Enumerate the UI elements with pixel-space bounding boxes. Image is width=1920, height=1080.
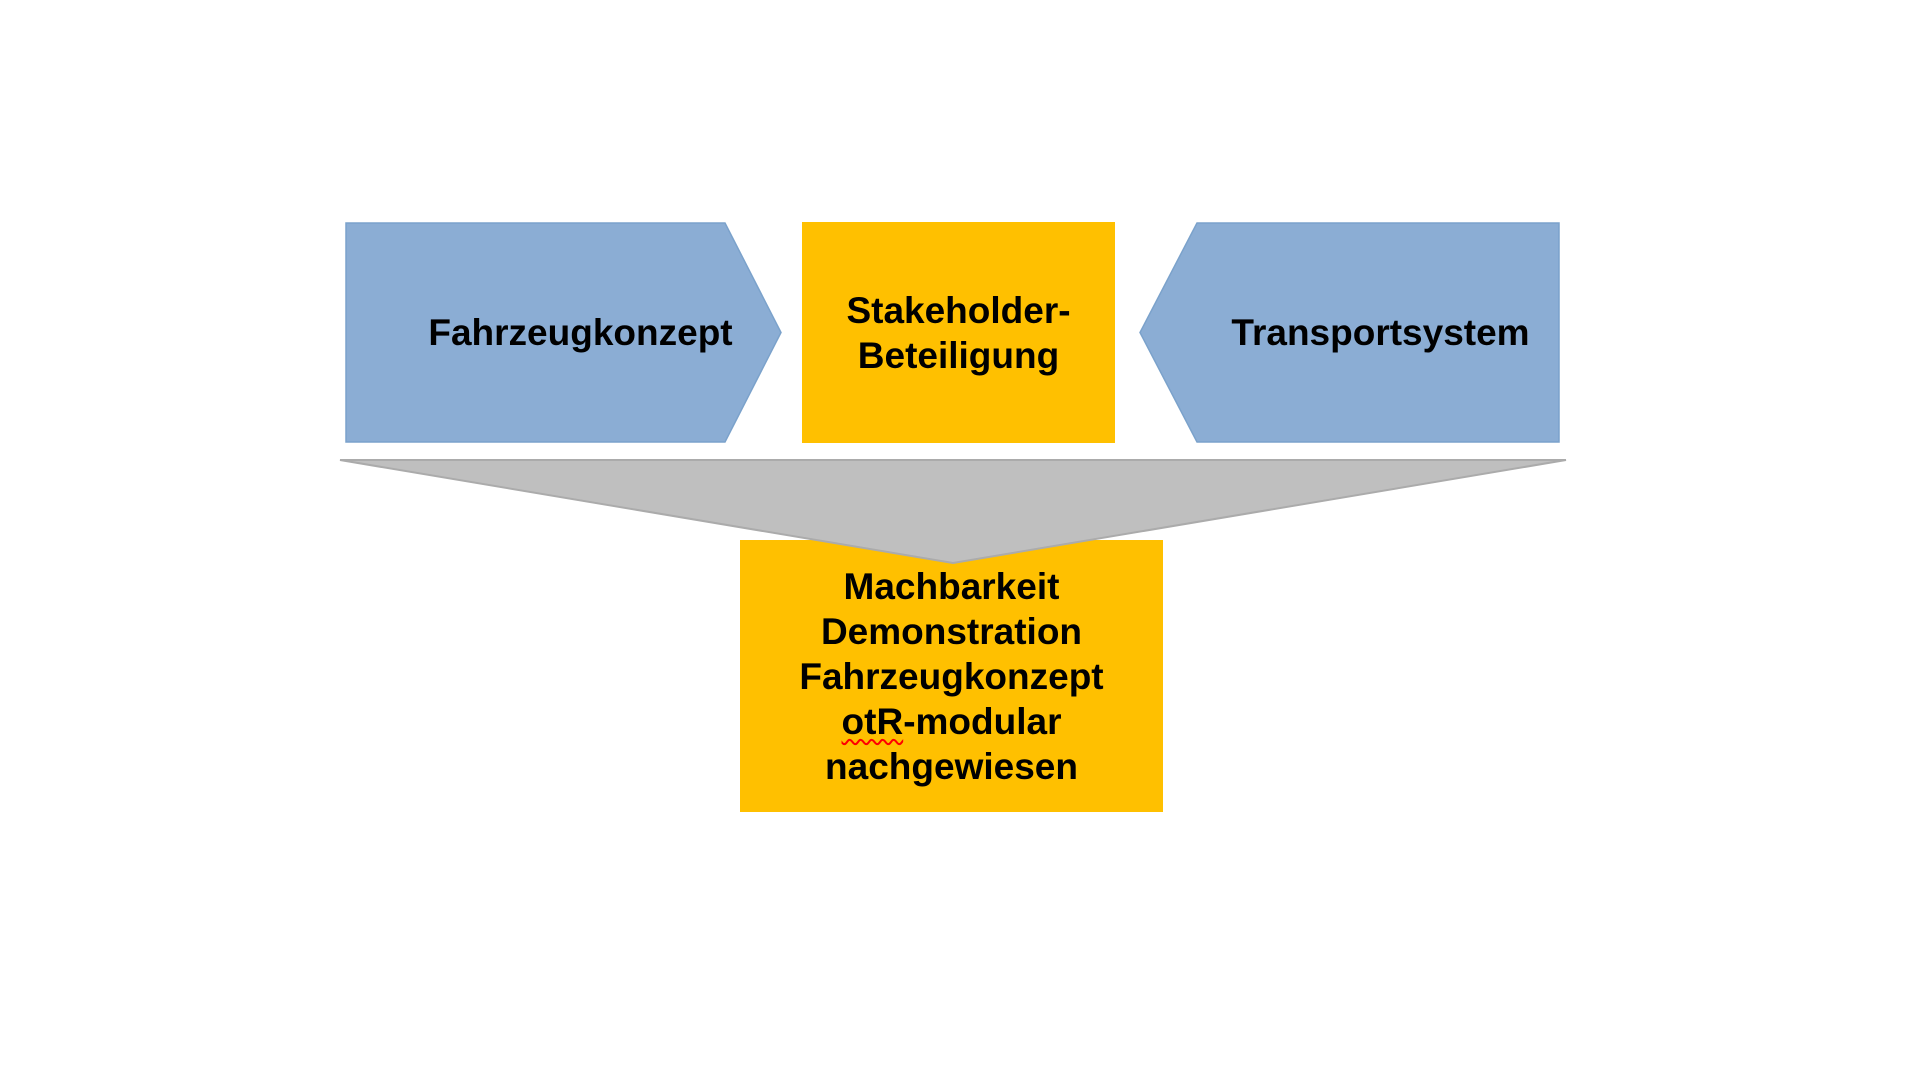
result-line-4-misspelled-word: otR bbox=[841, 700, 904, 742]
right-pointing-arrow-icon bbox=[345, 222, 782, 443]
result-line-1: Machbarkeit bbox=[843, 565, 1060, 607]
left-arrow-label: Fahrzeugkonzept bbox=[428, 312, 733, 353]
right-arrow-shape: Transportsystem bbox=[1139, 222, 1560, 443]
stakeholder-box: Stakeholder- Beteiligung bbox=[802, 222, 1115, 443]
right-arrow-label: Transportsystem bbox=[1231, 312, 1530, 353]
result-line-4: otR-modular bbox=[842, 699, 1062, 744]
left-pointing-arrow-icon bbox=[1139, 222, 1560, 443]
result-box: Machbarkeit Demonstration Fahrzeugkonzep… bbox=[740, 540, 1163, 812]
result-line-4-rest: -modular bbox=[903, 700, 1062, 742]
result-line-5: nachgewiesen bbox=[825, 745, 1078, 787]
stakeholder-box-label-line1: Stakeholder- bbox=[846, 289, 1071, 331]
result-line-2: Demonstration bbox=[820, 610, 1083, 652]
funnel-triangle bbox=[339, 459, 1567, 564]
stakeholder-box-label-line2: Beteiligung bbox=[857, 334, 1060, 376]
result-line-3: Fahrzeugkonzept bbox=[799, 655, 1104, 697]
funnel-triangle-icon bbox=[339, 459, 1567, 564]
left-arrow-shape: Fahrzeugkonzept bbox=[345, 222, 782, 443]
